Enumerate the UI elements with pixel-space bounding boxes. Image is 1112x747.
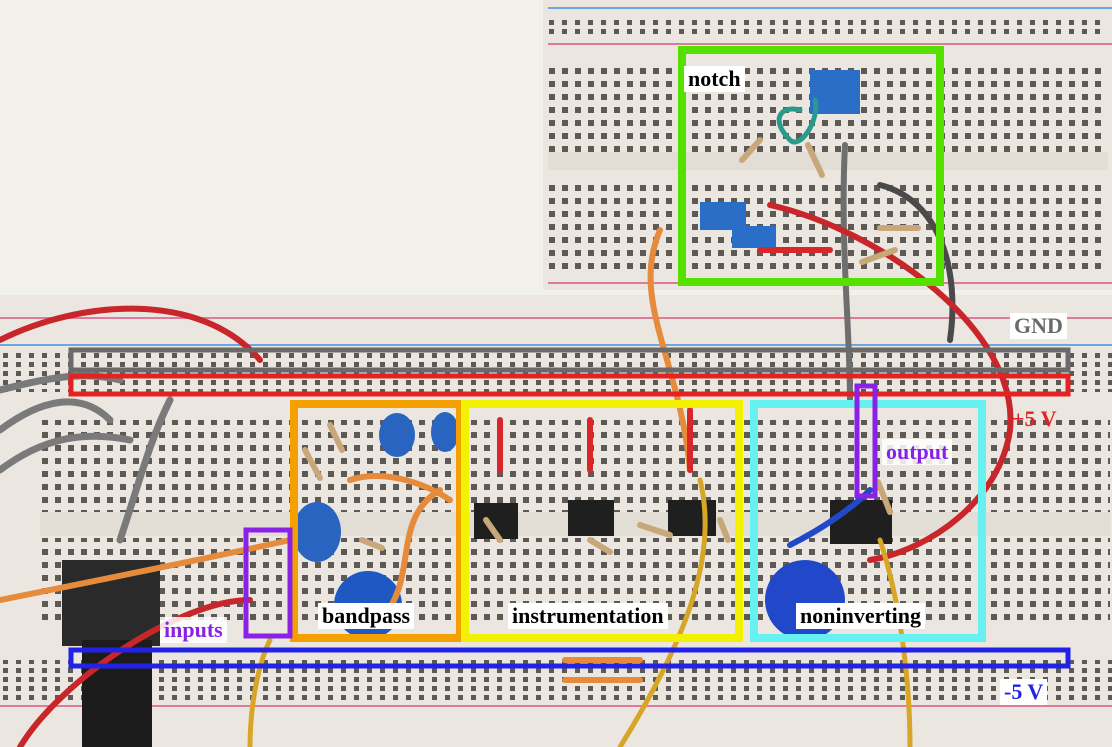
resistors <box>302 137 921 555</box>
ic-chip <box>668 500 716 536</box>
ic-chip <box>830 500 892 544</box>
plus5v-label: +5 V <box>1012 406 1057 431</box>
minus5v-rail-box <box>68 647 1071 669</box>
capacitor <box>431 412 459 452</box>
wires <box>0 97 1014 747</box>
ic-chip <box>568 500 614 536</box>
main-breadboard <box>0 295 1112 747</box>
notch-box <box>678 46 944 286</box>
gnd-rail-box <box>68 347 1071 373</box>
capacitor <box>732 226 776 248</box>
bandpass-box <box>290 400 464 642</box>
inputs-label: inputs <box>160 617 227 643</box>
bandpass-label: bandpass <box>318 603 415 629</box>
capacitor <box>379 413 415 457</box>
gnd-label: GND <box>1010 313 1067 339</box>
capacitor <box>810 70 860 114</box>
minus5v-label: -5 V <box>1000 679 1048 705</box>
noninverting-label: noninverting <box>796 603 926 629</box>
output-box <box>854 383 878 499</box>
notch-label: notch <box>684 66 745 92</box>
output-label: output <box>882 439 953 465</box>
upper-breadboard <box>543 0 1112 290</box>
audio-jack <box>62 560 160 646</box>
capacitor <box>700 202 746 230</box>
plus5v-rail-box <box>68 373 1071 397</box>
instrumentation-label: instrumentation <box>508 603 668 629</box>
noninverting-box <box>750 400 986 642</box>
capacitor <box>293 502 341 562</box>
instrumentation-box <box>461 400 743 642</box>
inputs-box <box>243 527 293 639</box>
